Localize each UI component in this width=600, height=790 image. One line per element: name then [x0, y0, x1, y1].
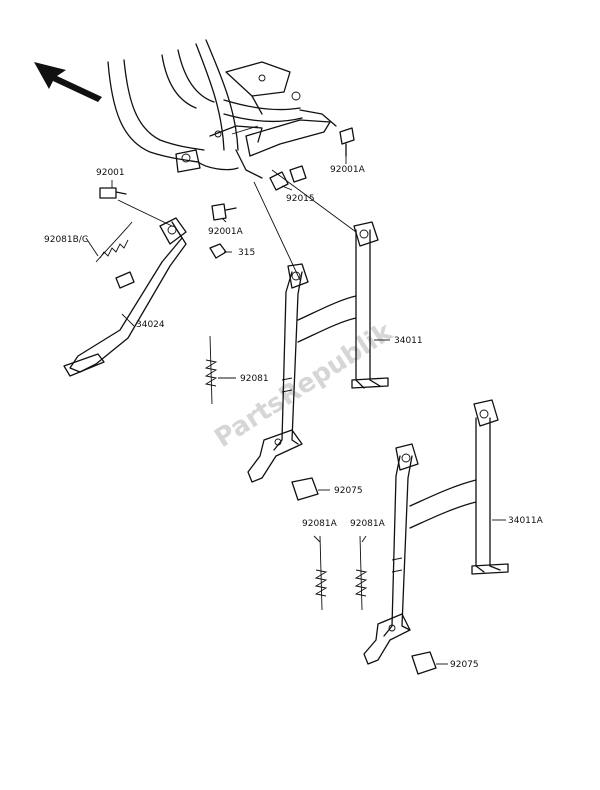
label-34011a: 34011A [508, 516, 544, 526]
spring-92081bc [95, 221, 133, 263]
side-stand [63, 217, 187, 377]
center-stand-alt [363, 399, 509, 665]
label-92081bc: 92081B/C [44, 235, 88, 245]
springs-92081a [314, 535, 368, 611]
spring-92081 [204, 335, 218, 405]
label-34024: 34024 [136, 320, 165, 330]
label-92075-b: 92075 [450, 660, 479, 670]
direction-arrow-icon [34, 62, 102, 102]
label-34011: 34011 [394, 336, 423, 346]
leader-lines [85, 125, 506, 665]
label-92075-a: 92075 [334, 486, 363, 496]
motorcycle-frame [107, 39, 337, 179]
label-92081a-1: 92081A [302, 519, 338, 529]
rubber-92075-b [411, 651, 437, 675]
label-315: 315 [238, 248, 255, 258]
label-92001: 92001 [96, 168, 125, 178]
label-92015: 92015 [286, 194, 315, 204]
label-92001a-top: 92001A [330, 165, 366, 175]
label-92081: 92081 [240, 374, 269, 384]
nut-315 [209, 243, 227, 259]
nut-92015 [269, 165, 307, 191]
center-stand [247, 221, 389, 483]
bolt-92001a-mid [211, 203, 237, 221]
bolt-92001a-top [339, 127, 355, 157]
label-92081a-2: 92081A [350, 519, 386, 529]
label-92001a-mid: 92001A [208, 227, 244, 237]
bolt-92001 [99, 187, 127, 199]
rubber-92075-a [291, 477, 319, 501]
